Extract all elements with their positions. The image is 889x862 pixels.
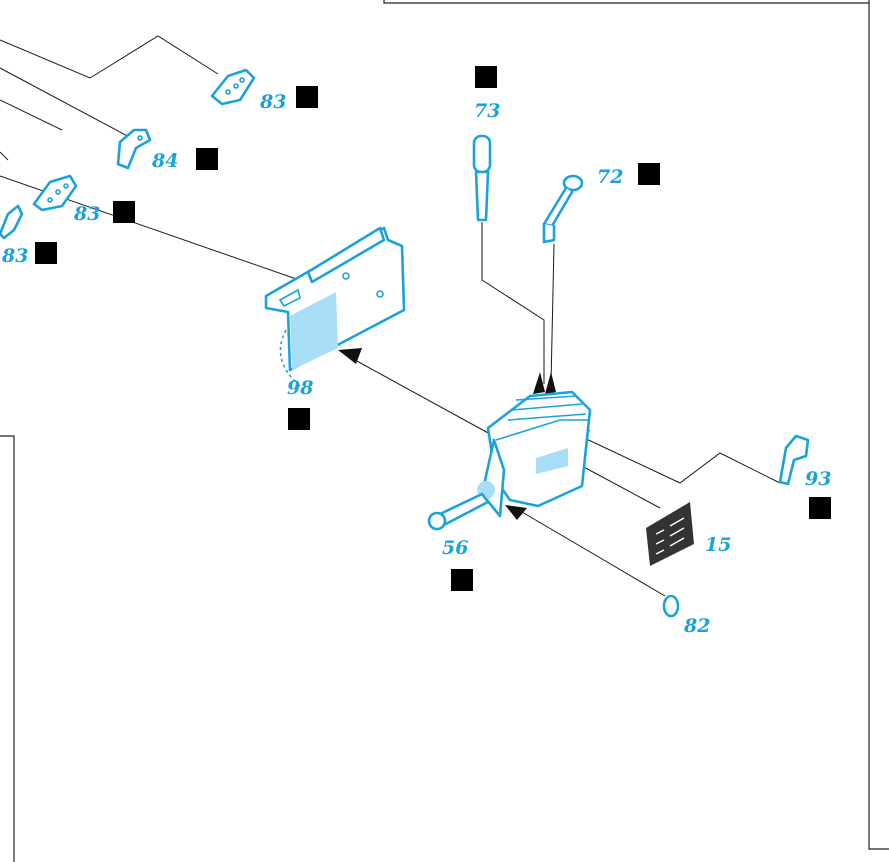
callout-73: 73 [474,100,500,122]
return-arrow-icon [288,408,310,430]
return-button-83-top[interactable] [296,86,318,108]
part-83-middle [32,174,78,212]
callout-72: 72 [597,166,623,188]
callout-56: 56 [442,537,468,559]
return-button-84[interactable] [196,148,218,170]
return-arrow-icon [296,86,318,108]
right-panel-frame [868,3,889,850]
callout-83-middle: 83 [73,203,100,225]
return-arrow-icon [113,201,135,223]
callout-93: 93 [805,468,831,490]
return-button-56[interactable] [451,569,473,591]
return-button-83-middle[interactable] [113,201,135,223]
top-panel-frame [383,0,870,4]
part-73-lever [472,134,492,222]
part-15-decal [646,502,694,566]
return-arrow-icon [451,569,473,591]
return-arrow-icon [196,148,218,170]
return-button-98[interactable] [288,408,310,430]
part-83-top [210,68,256,106]
callout-15: 15 [705,534,731,556]
return-arrow-icon [809,497,831,519]
part-84 [116,128,152,170]
return-button-83-left[interactable] [35,242,57,264]
part-72-lever [542,174,584,244]
part-83-left [0,204,24,240]
return-arrow-icon [638,163,660,185]
part-56-lever [427,492,490,531]
part-93-handle [778,434,810,486]
callout-83-left: 83 [1,245,28,267]
part-82-ring [662,594,680,618]
return-button-93[interactable] [809,497,831,519]
callout-84: 84 [151,150,178,172]
callout-98: 98 [287,377,313,399]
callout-82: 82 [683,615,710,637]
left-panel-frame [0,435,15,862]
return-arrow-icon [475,66,497,88]
callout-labels: 83 84 83 83 73 72 98 93 56 15 82 [1,91,831,637]
control-housing [477,390,592,518]
return-arrow-icon [35,242,57,264]
return-button-72[interactable] [638,163,660,185]
part-98-bracket [264,226,406,387]
callout-83-top: 83 [259,91,286,113]
return-button-73[interactable] [475,66,497,88]
